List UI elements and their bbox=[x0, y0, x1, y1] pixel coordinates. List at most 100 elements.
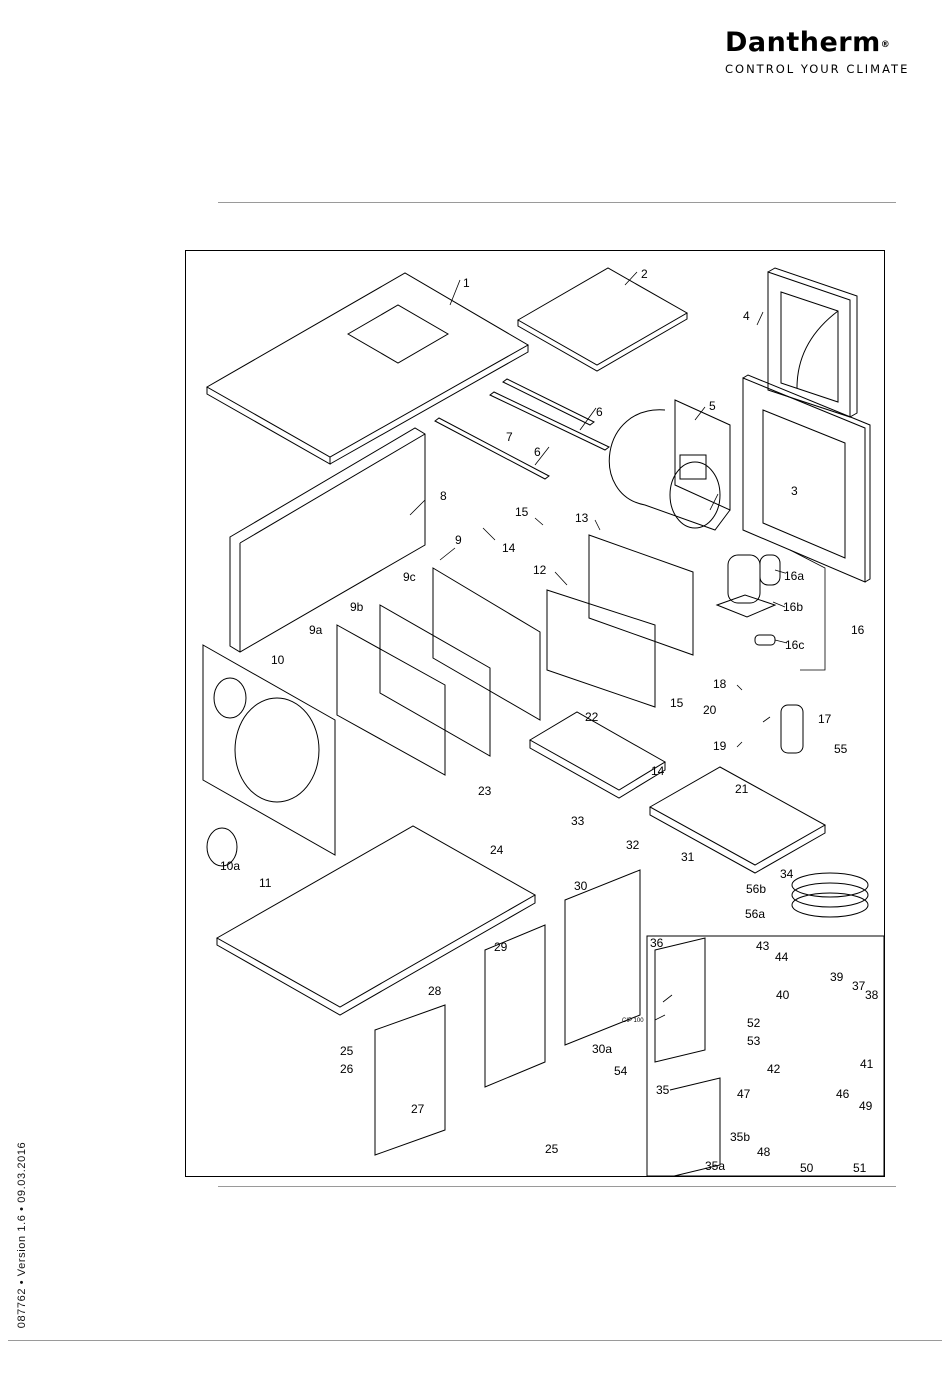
callout-16b: 16b bbox=[783, 600, 803, 614]
callout-53: 53 bbox=[747, 1034, 761, 1048]
callout-16: 16 bbox=[851, 623, 865, 637]
callout-3: 3 bbox=[791, 484, 798, 498]
brand-tagline: CONTROL YOUR CLIMATE bbox=[725, 62, 940, 76]
fan-part bbox=[609, 400, 730, 530]
brand-logo: Dantherm® CONTROL YOUR CLIMATE bbox=[725, 28, 940, 76]
callout-5: 5 bbox=[709, 399, 716, 413]
callout-1: 1 bbox=[463, 276, 470, 290]
callout-50: 50 bbox=[800, 1161, 814, 1175]
callout-41: 41 bbox=[860, 1057, 874, 1071]
callout-7: 7 bbox=[506, 430, 513, 444]
top-panel-part bbox=[207, 273, 528, 464]
callout-15b: 15 bbox=[670, 696, 684, 710]
brand-name-text: Dantherm bbox=[725, 27, 881, 58]
callout-51: 51 bbox=[853, 1161, 867, 1175]
front-panel-part bbox=[203, 645, 335, 866]
callout-54: 54 bbox=[614, 1064, 628, 1078]
callout-6a: 6 bbox=[596, 405, 603, 419]
callout-13: 13 bbox=[575, 511, 589, 525]
rails-part bbox=[435, 379, 609, 479]
callout-30: 30 bbox=[574, 879, 588, 893]
callout-56b: 56b bbox=[746, 882, 766, 896]
callout-11: 11 bbox=[259, 876, 272, 890]
callout-52: 52 bbox=[747, 1016, 761, 1030]
exploded-parts-diagram: 1 2 3 4 5 6 6 7 8 9 9a 9b 9c 10 10a 11 1… bbox=[185, 250, 885, 1177]
callout-12: 12 bbox=[533, 563, 547, 577]
callout-14a: 14 bbox=[502, 541, 516, 555]
electrical-box-part bbox=[655, 938, 720, 1177]
callout-27: 27 bbox=[411, 1102, 425, 1116]
diagram-bottom-divider bbox=[218, 1186, 896, 1187]
callout-32: 32 bbox=[626, 838, 640, 852]
callout-28: 28 bbox=[428, 984, 442, 998]
callout-29: 29 bbox=[494, 940, 508, 954]
callout-36: 36 bbox=[650, 936, 664, 950]
callout-48: 48 bbox=[757, 1145, 771, 1159]
callout-10: 10 bbox=[271, 653, 285, 667]
callout-37: 37 bbox=[852, 979, 866, 993]
callout-15a: 15 bbox=[515, 505, 529, 519]
callout-9a: 9a bbox=[309, 623, 323, 637]
footer-divider bbox=[8, 1340, 942, 1341]
callout-labels: 1 2 3 4 5 6 6 7 8 9 9a 9b 9c 10 10a 11 1… bbox=[220, 267, 879, 1175]
callout-16a: 16a bbox=[784, 569, 804, 583]
callout-40: 40 bbox=[776, 988, 790, 1002]
callout-14b: 14 bbox=[651, 764, 665, 778]
callout-8: 8 bbox=[440, 489, 447, 503]
callout-42: 42 bbox=[767, 1062, 781, 1076]
callout-24: 24 bbox=[490, 843, 504, 857]
callout-44: 44 bbox=[775, 950, 789, 964]
callout-26: 26 bbox=[340, 1062, 354, 1076]
callout-22: 22 bbox=[585, 710, 599, 724]
callout-4: 4 bbox=[743, 309, 750, 323]
callout-2: 2 bbox=[641, 267, 648, 281]
cover-plate-part bbox=[518, 268, 687, 371]
callout-55: 55 bbox=[834, 742, 848, 756]
compressor-part bbox=[717, 555, 780, 645]
callout-30a: 30a bbox=[592, 1042, 612, 1056]
callout-6b: 6 bbox=[534, 445, 541, 459]
callout-10a: 10a bbox=[220, 859, 240, 873]
panel-model-label: CIP 100 bbox=[622, 1018, 644, 1024]
callout-18: 18 bbox=[713, 677, 727, 691]
callout-35: 35 bbox=[656, 1083, 670, 1097]
receiver-part bbox=[781, 705, 803, 753]
registered-mark: ® bbox=[881, 40, 891, 50]
callout-21: 21 bbox=[735, 782, 749, 796]
drip-tray-part bbox=[530, 712, 665, 798]
callout-34: 34 bbox=[780, 867, 794, 881]
callout-35b: 35b bbox=[730, 1130, 750, 1144]
callout-9: 9 bbox=[455, 533, 462, 547]
electrical-inset-frame bbox=[647, 936, 884, 1176]
callout-16c: 16c bbox=[785, 638, 804, 652]
callout-35a: 35a bbox=[705, 1159, 725, 1173]
callout-9c: 9c bbox=[403, 570, 416, 584]
heat-exchanger-coils-part bbox=[547, 535, 693, 707]
diagram-frame bbox=[186, 251, 885, 1177]
callout-49: 49 bbox=[859, 1099, 873, 1113]
header-divider bbox=[218, 202, 896, 203]
callout-20: 20 bbox=[703, 703, 717, 717]
callout-9b: 9b bbox=[350, 600, 364, 614]
callout-33: 33 bbox=[571, 814, 585, 828]
callout-43: 43 bbox=[756, 939, 770, 953]
callout-31: 31 bbox=[681, 850, 695, 864]
callout-19: 19 bbox=[713, 739, 727, 753]
callout-38: 38 bbox=[865, 988, 879, 1002]
fan-frame-part bbox=[743, 375, 870, 582]
callout-46: 46 bbox=[836, 1087, 850, 1101]
bottom-panel-part bbox=[217, 826, 535, 1015]
callout-25b: 25 bbox=[545, 1142, 559, 1156]
callout-56a: 56a bbox=[745, 907, 765, 921]
callout-39: 39 bbox=[830, 970, 844, 984]
brand-name: Dantherm® bbox=[725, 28, 940, 58]
document-version: 087762 • Version 1.6 • 09.03.2016 bbox=[16, 1142, 28, 1329]
callout-17: 17 bbox=[818, 712, 832, 726]
callout-47: 47 bbox=[737, 1087, 751, 1101]
callout-25a: 25 bbox=[340, 1044, 354, 1058]
coil-pipe-part bbox=[792, 873, 868, 917]
callout-23: 23 bbox=[478, 784, 492, 798]
filter-frame-part bbox=[768, 268, 857, 417]
side-panel-part bbox=[230, 428, 425, 652]
filter-grids-part bbox=[337, 568, 540, 775]
